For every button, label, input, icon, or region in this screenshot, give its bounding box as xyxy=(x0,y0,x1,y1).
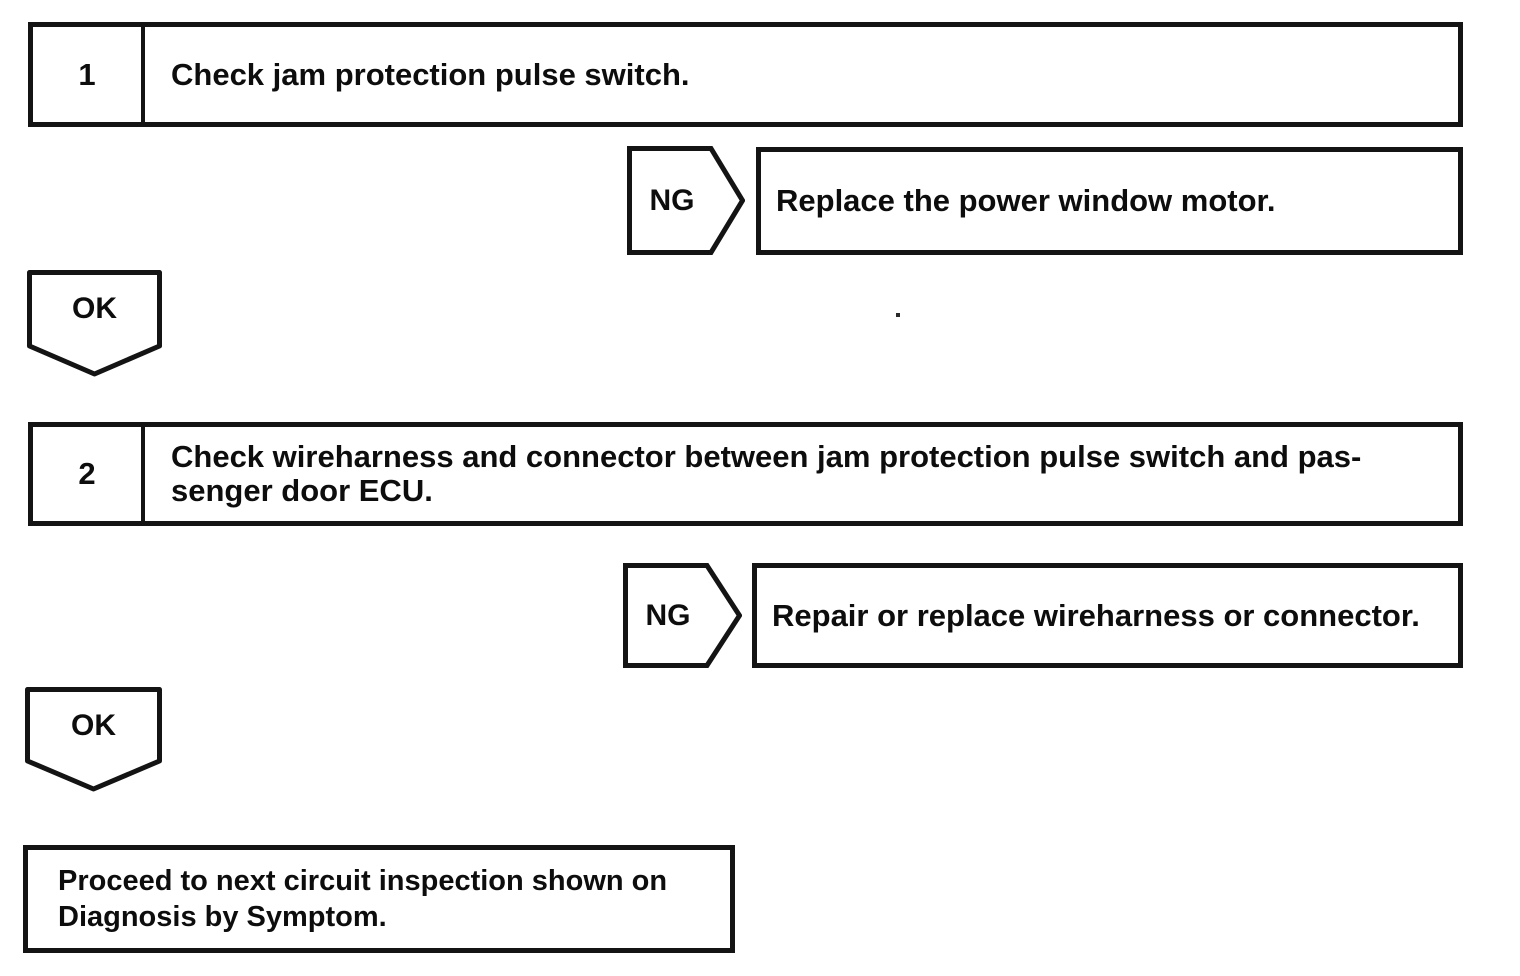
step-2-box: 2 Check wireharness and connector betwee… xyxy=(28,422,1463,526)
result-text-line: Diagnosis by Symptom. xyxy=(58,901,387,933)
ng-arrow-icon: NG xyxy=(623,563,742,668)
ng-2-label: NG xyxy=(645,598,691,632)
step-2-instruction: Check wireharness and connector between … xyxy=(145,427,1458,521)
ng-arrow-shape xyxy=(623,563,742,668)
ng-action-1-box: Replace the power window motor. xyxy=(756,147,1463,255)
result-text-line: Proceed to next circuit inspection shown… xyxy=(58,865,668,897)
ok-2-label: OK xyxy=(71,709,116,742)
ng-1-label: NG xyxy=(649,183,695,217)
result-box: Proceed to next circuit inspection shown… xyxy=(23,845,735,953)
ng-action-2-text: Repair or replace wireharness or connect… xyxy=(772,597,1420,633)
ok-arrow-shape xyxy=(27,270,162,377)
result-text: Proceed to next circuit inspection shown… xyxy=(28,850,730,948)
ng-action-2-box: Repair or replace wireharness or connect… xyxy=(752,563,1463,668)
step-1-box: 1 Check jam protection pulse switch. xyxy=(28,22,1463,127)
step-2-instruction-line: Check wireharness and connector between … xyxy=(171,439,1362,474)
ok-arrow-icon: OK xyxy=(27,270,162,377)
step-1-instruction: Check jam protection pulse switch. xyxy=(145,27,1458,122)
ng-arrow-icon: NG xyxy=(627,146,745,255)
step-1-number: 1 xyxy=(33,27,145,122)
ok-arrow-icon: OK xyxy=(25,687,162,792)
step-1-instruction-line: Check jam protection pulse switch. xyxy=(171,56,690,92)
step-2-instruction-line: senger door ECU. xyxy=(171,473,433,508)
ok-arrow-shape xyxy=(25,687,162,792)
ng-arrow-shape xyxy=(627,146,745,255)
ok-1-label: OK xyxy=(72,292,117,325)
ng-action-1-text: Replace the power window motor. xyxy=(776,183,1276,218)
scan-speck xyxy=(896,313,900,317)
step-2-number: 2 xyxy=(33,427,145,521)
